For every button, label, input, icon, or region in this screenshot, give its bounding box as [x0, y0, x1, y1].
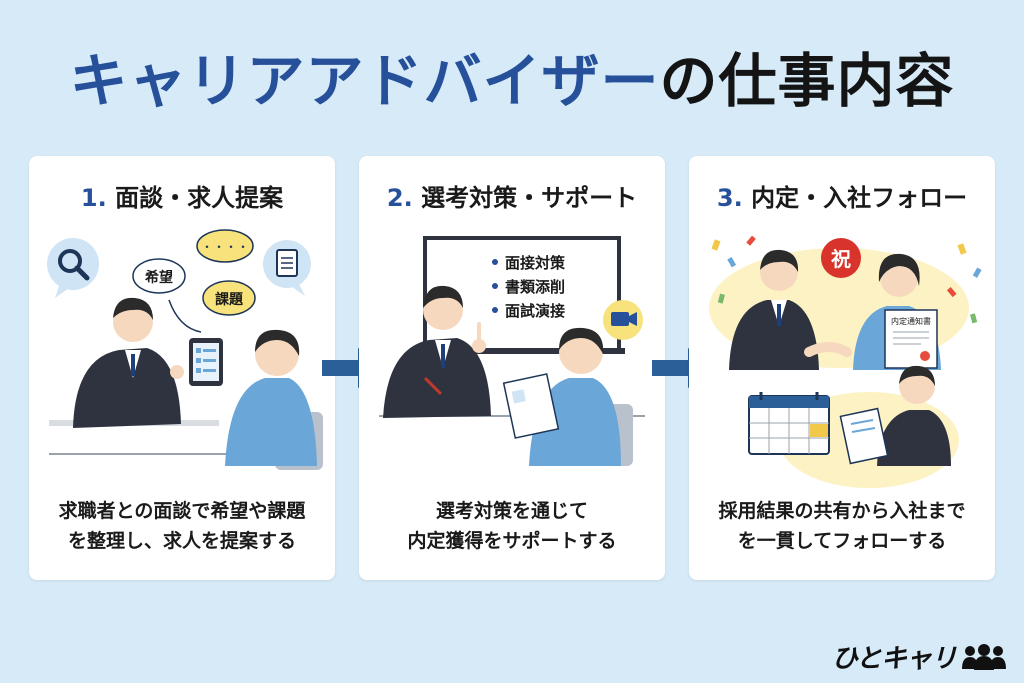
desc-line: 選考対策を通じて — [435, 500, 588, 522]
bubble-dots: ・・・・ — [201, 240, 249, 254]
resume-document — [502, 373, 560, 439]
step-heading: 内定・入社フォロー — [751, 184, 968, 212]
title-accent: キャリアアドバイザー — [69, 47, 660, 115]
card-description: 選考対策を通じて 内定獲得をサポートする — [359, 496, 665, 556]
document-icon — [263, 240, 311, 296]
advisor-figure — [73, 297, 184, 428]
badge-text: 祝 — [831, 247, 851, 271]
offer-letter-document: 内定通知書 — [884, 309, 938, 369]
celebration-badge: 祝 — [821, 238, 861, 278]
board-item: 面接対策 — [505, 254, 566, 272]
desc-line: 採用結果の共有から入社まで — [718, 500, 966, 522]
board-item: 書類添削 — [505, 278, 565, 296]
step-card-interview: 1. 面談・求人提案 ・・・・ 希望 課題 — [29, 156, 335, 580]
board-item: 面試演接 — [505, 302, 565, 320]
card-heading: 1. 面談・求人提案 — [29, 178, 335, 213]
thought-bubble-dots: ・・・・ — [196, 229, 254, 263]
bubble-issue: 課題 — [202, 280, 256, 316]
bubble-hope: 希望 — [132, 258, 186, 294]
advisor-figure — [383, 285, 491, 418]
interview-illustration: ・・・・ 希望 課題 — [47, 229, 323, 470]
step-number: 1. — [80, 184, 107, 212]
advisor-reviewing-figure — [839, 365, 951, 466]
step-number: 3. — [716, 184, 743, 212]
brand-logo: ひとキャリ — [832, 638, 1008, 675]
desc-line: を一貫してフォローする — [737, 530, 947, 552]
tablet-icon — [189, 338, 223, 386]
document-label: 内定通知書 — [891, 316, 931, 326]
confetti — [711, 235, 982, 324]
desc-line: を整理し、求人を提案する — [67, 530, 296, 552]
desc-line: 内定獲得をサポートする — [407, 530, 617, 552]
bubble-issue-text: 課題 — [215, 291, 244, 308]
bubble-hope-text: 希望 — [145, 269, 173, 286]
advisor-figure — [729, 249, 819, 370]
title-rest: の仕事内容 — [659, 47, 955, 115]
step-heading: 選考対策・サポート — [421, 184, 638, 212]
search-icon — [47, 238, 99, 298]
card-heading: 3. 内定・入社フォロー — [689, 178, 995, 213]
card-heading: 2. 選考対策・サポート — [359, 178, 665, 213]
desc-line: 求職者との面談で希望や課題 — [58, 500, 306, 522]
calendar-icon — [748, 392, 830, 455]
client-figure — [225, 329, 317, 466]
people-icon — [962, 643, 1006, 670]
step-number: 2. — [386, 184, 413, 212]
onboarding-illustration: 祝 内定通知書 — [709, 235, 982, 488]
step-card-onboarding-follow: 3. 内定・入社フォロー 祝 — [689, 156, 995, 580]
card-description: 採用結果の共有から入社まで を一貫してフォローする — [689, 496, 995, 556]
selection-support-illustration: 面接対策 書類添削 面試演接 — [379, 236, 645, 466]
video-camera-icon — [603, 300, 643, 340]
page-title: キャリアアドバイザーの仕事内容 — [0, 34, 1024, 118]
card-description: 求職者との面談で希望や課題 を整理し、求人を提案する — [29, 496, 335, 556]
step-card-selection-support: 2. 選考対策・サポート 面接対策 書類添削 面試演接 — [359, 156, 665, 580]
logo-text: ひとキャリ — [831, 644, 957, 674]
step-heading: 面談・求人提案 — [115, 184, 284, 212]
